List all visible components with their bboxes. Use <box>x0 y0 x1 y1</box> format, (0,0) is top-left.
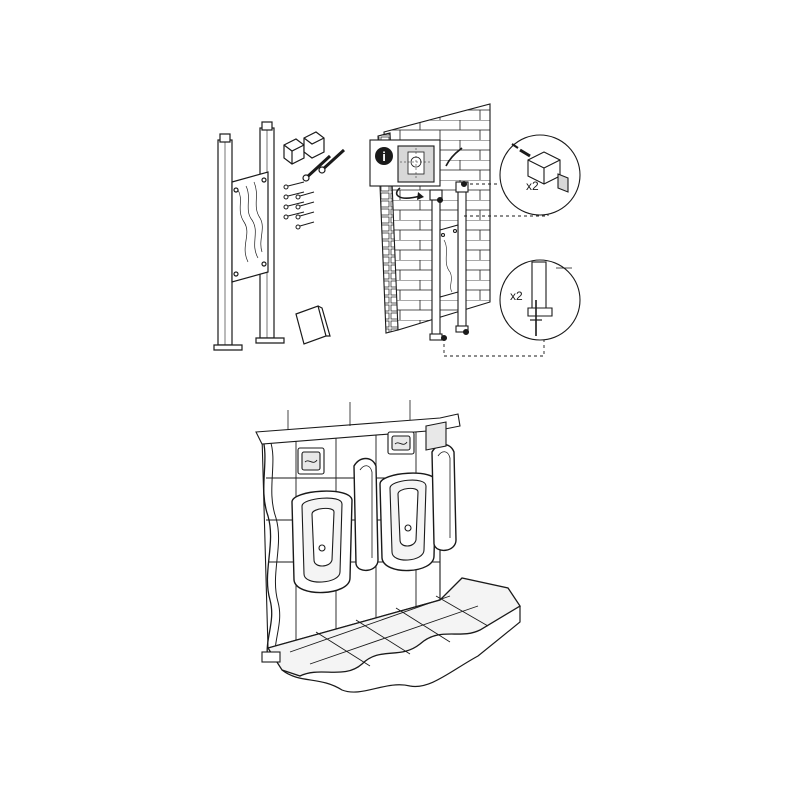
mounting-plate <box>231 171 269 283</box>
info-circle-icon <box>375 147 393 165</box>
urinal-left <box>291 490 353 594</box>
bottom-foot-callout: x2 <box>440 259 581 357</box>
top-bracket-callout: x2 <box>436 134 581 217</box>
flush-plate-right <box>387 431 415 455</box>
bottom-foot-qty: x2 <box>510 289 523 303</box>
kit-contents <box>213 121 346 351</box>
dot-icon <box>436 196 444 204</box>
wall-mounting-step: i x2 x2 <box>369 103 581 357</box>
top-bracket-qty: x2 <box>526 179 539 193</box>
privacy-divider-left <box>353 457 379 571</box>
mounted-frame <box>429 181 469 341</box>
side-wall-box <box>425 421 447 451</box>
privacy-divider-right <box>431 443 457 551</box>
anchor-bolts <box>302 148 346 182</box>
dot-icon <box>460 180 468 188</box>
info-marker-text: i <box>382 149 386 164</box>
manual-booklet-icon <box>295 305 331 345</box>
urinal-right <box>379 472 437 572</box>
info-inset: i <box>369 139 463 200</box>
wall-bracket-parts <box>283 131 325 165</box>
dot-icon <box>462 328 470 336</box>
dot-icon <box>440 334 448 342</box>
screw-set <box>283 181 315 230</box>
finished-installation <box>255 400 521 693</box>
tiled-floor <box>261 577 521 693</box>
flush-plate-left <box>297 447 325 475</box>
